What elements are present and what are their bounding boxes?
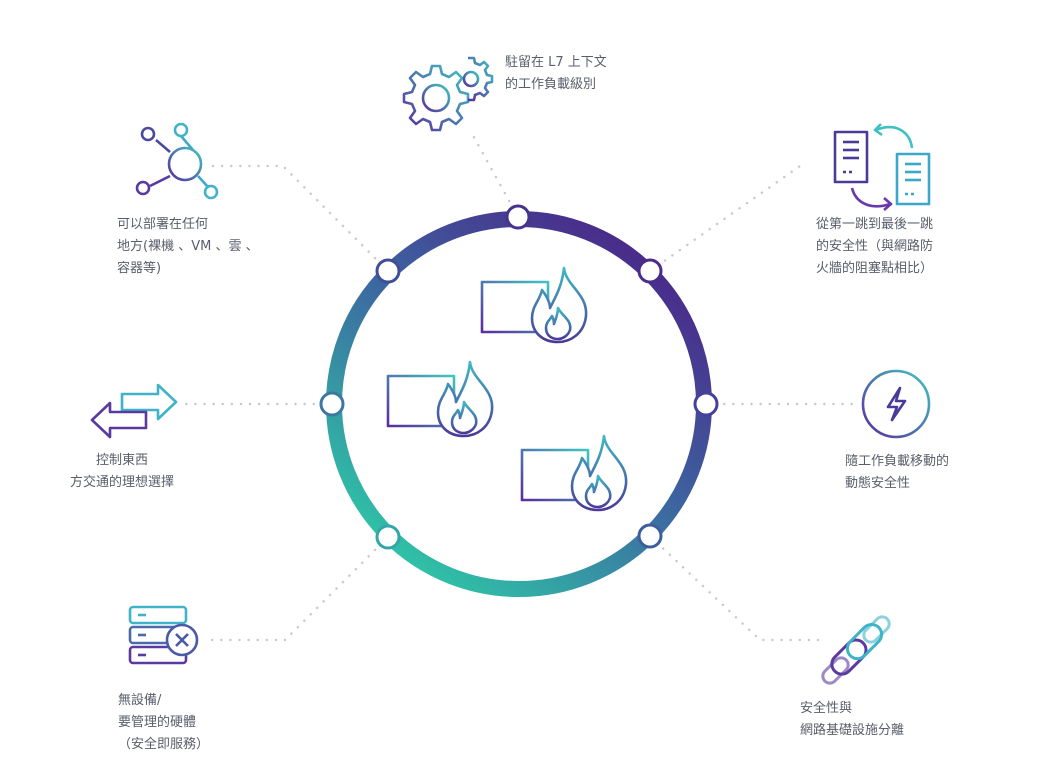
label-workload-l7: 駐留在 L7 上下文 的工作負載級別 xyxy=(505,52,607,96)
connector-no-hardware xyxy=(203,535,390,642)
gears-icon xyxy=(402,56,494,132)
node-dynamic-security xyxy=(693,391,719,417)
firewall-flame-icon xyxy=(480,266,588,344)
label-line: 安全性與 xyxy=(800,701,853,716)
label-line: 可以部署在任何 xyxy=(117,217,209,232)
label-separation: 安全性與 網路基礎設施分離 xyxy=(800,698,904,742)
chain-link-icon xyxy=(821,615,891,685)
lightning-bolt-icon xyxy=(861,369,931,439)
label-line: 控制東西 xyxy=(95,453,148,468)
node-hop-by-hop xyxy=(637,258,663,284)
label-line: 的工作負載級別 xyxy=(505,77,597,92)
label-line: 要管理的硬體 xyxy=(118,715,197,730)
network-hub-icon xyxy=(135,122,219,200)
connector-lines xyxy=(176,128,860,642)
label-line: 從第一跳到最後一跳 xyxy=(816,217,934,232)
firewall-flame-icon xyxy=(386,360,494,438)
node-workload-l7 xyxy=(505,204,531,230)
label-line: 駐留在 L7 上下文 xyxy=(505,55,607,70)
node-separation xyxy=(637,523,663,549)
label-hop-by-hop: 從第一跳到最後一跳 的安全性（與網路防 火牆的阻塞點相比） xyxy=(816,214,933,280)
label-no-hardware: 無設備/ 要管理的硬體 （安全即服務） xyxy=(118,690,209,756)
label-line: 隨工作負載移動的 xyxy=(845,454,950,469)
label-line: 無設備/ xyxy=(118,693,162,708)
servers-sync-icon xyxy=(833,123,931,211)
node-deploy-anywhere xyxy=(375,258,401,284)
ring-nodes xyxy=(319,204,719,550)
label-line: 容器等) xyxy=(117,261,162,276)
server-x-icon xyxy=(128,605,199,665)
label-line: 方交通的理想選擇 xyxy=(69,475,174,490)
label-east-west: 控制東西 方交通的理想選擇 xyxy=(62,450,182,494)
label-line: 地方(裸機 、VM 、雲 、 xyxy=(117,239,259,254)
connector-separation xyxy=(648,534,827,642)
label-deploy-anywhere: 可以部署在任何 地方(裸機 、VM 、雲 、 容器等) xyxy=(117,214,259,280)
connector-workload-l7 xyxy=(468,128,520,219)
label-line: 動態安全性 xyxy=(845,476,911,491)
node-no-hardware xyxy=(375,524,401,550)
connector-hop-by-hop xyxy=(648,164,802,273)
label-line: 網路基礎設施分離 xyxy=(800,723,905,738)
label-line: （安全即服務） xyxy=(118,737,210,752)
label-dynamic-security: 隨工作負載移動的 動態安全性 xyxy=(845,451,949,495)
node-east-west xyxy=(319,391,345,417)
label-line: 火牆的阻塞點相比） xyxy=(816,261,934,276)
firewall-flame-icon xyxy=(520,434,628,512)
bidirectional-arrows-icon xyxy=(90,383,178,439)
label-line: 的安全性（與網路防 xyxy=(816,239,934,254)
